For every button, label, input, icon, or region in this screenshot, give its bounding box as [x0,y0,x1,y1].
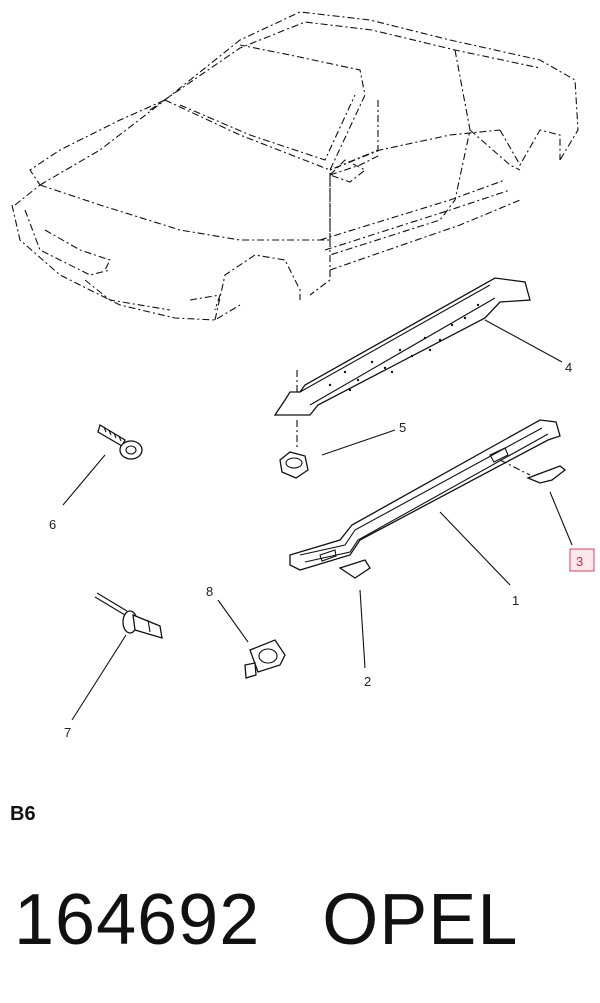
callout-3-highlight-box [569,548,595,572]
callout-5[interactable]: 5 [399,420,406,435]
part-2-clip [338,559,371,579]
callout-1[interactable]: 1 [512,593,519,608]
part-5-nut [279,451,309,479]
car-outline [11,11,579,321]
callouts: 4 5 6 3 1 8 2 7 [49,360,595,740]
callout-3[interactable]: 3 [576,554,583,569]
part-4-reinforcement [273,277,531,450]
leader-lines [62,319,573,721]
brand-name: OPEL [322,880,519,960]
part-7-rivet [94,592,163,639]
callout-8[interactable]: 8 [206,584,213,599]
part-3-clip [526,465,567,484]
callout-7[interactable]: 7 [64,725,71,740]
section-code: B6 [10,803,36,825]
part-number: 164692 [14,880,261,960]
part-8-fastener [244,639,286,679]
parts-diagram: 4 5 6 3 1 8 2 7 [11,11,595,740]
part-1-sill-trim [289,419,561,571]
part-6-screw [97,424,143,460]
callout-2[interactable]: 2 [364,674,371,689]
part-number-line: 164692 OPEL [14,880,518,960]
callout-6[interactable]: 6 [49,517,56,532]
callout-4[interactable]: 4 [565,360,572,375]
